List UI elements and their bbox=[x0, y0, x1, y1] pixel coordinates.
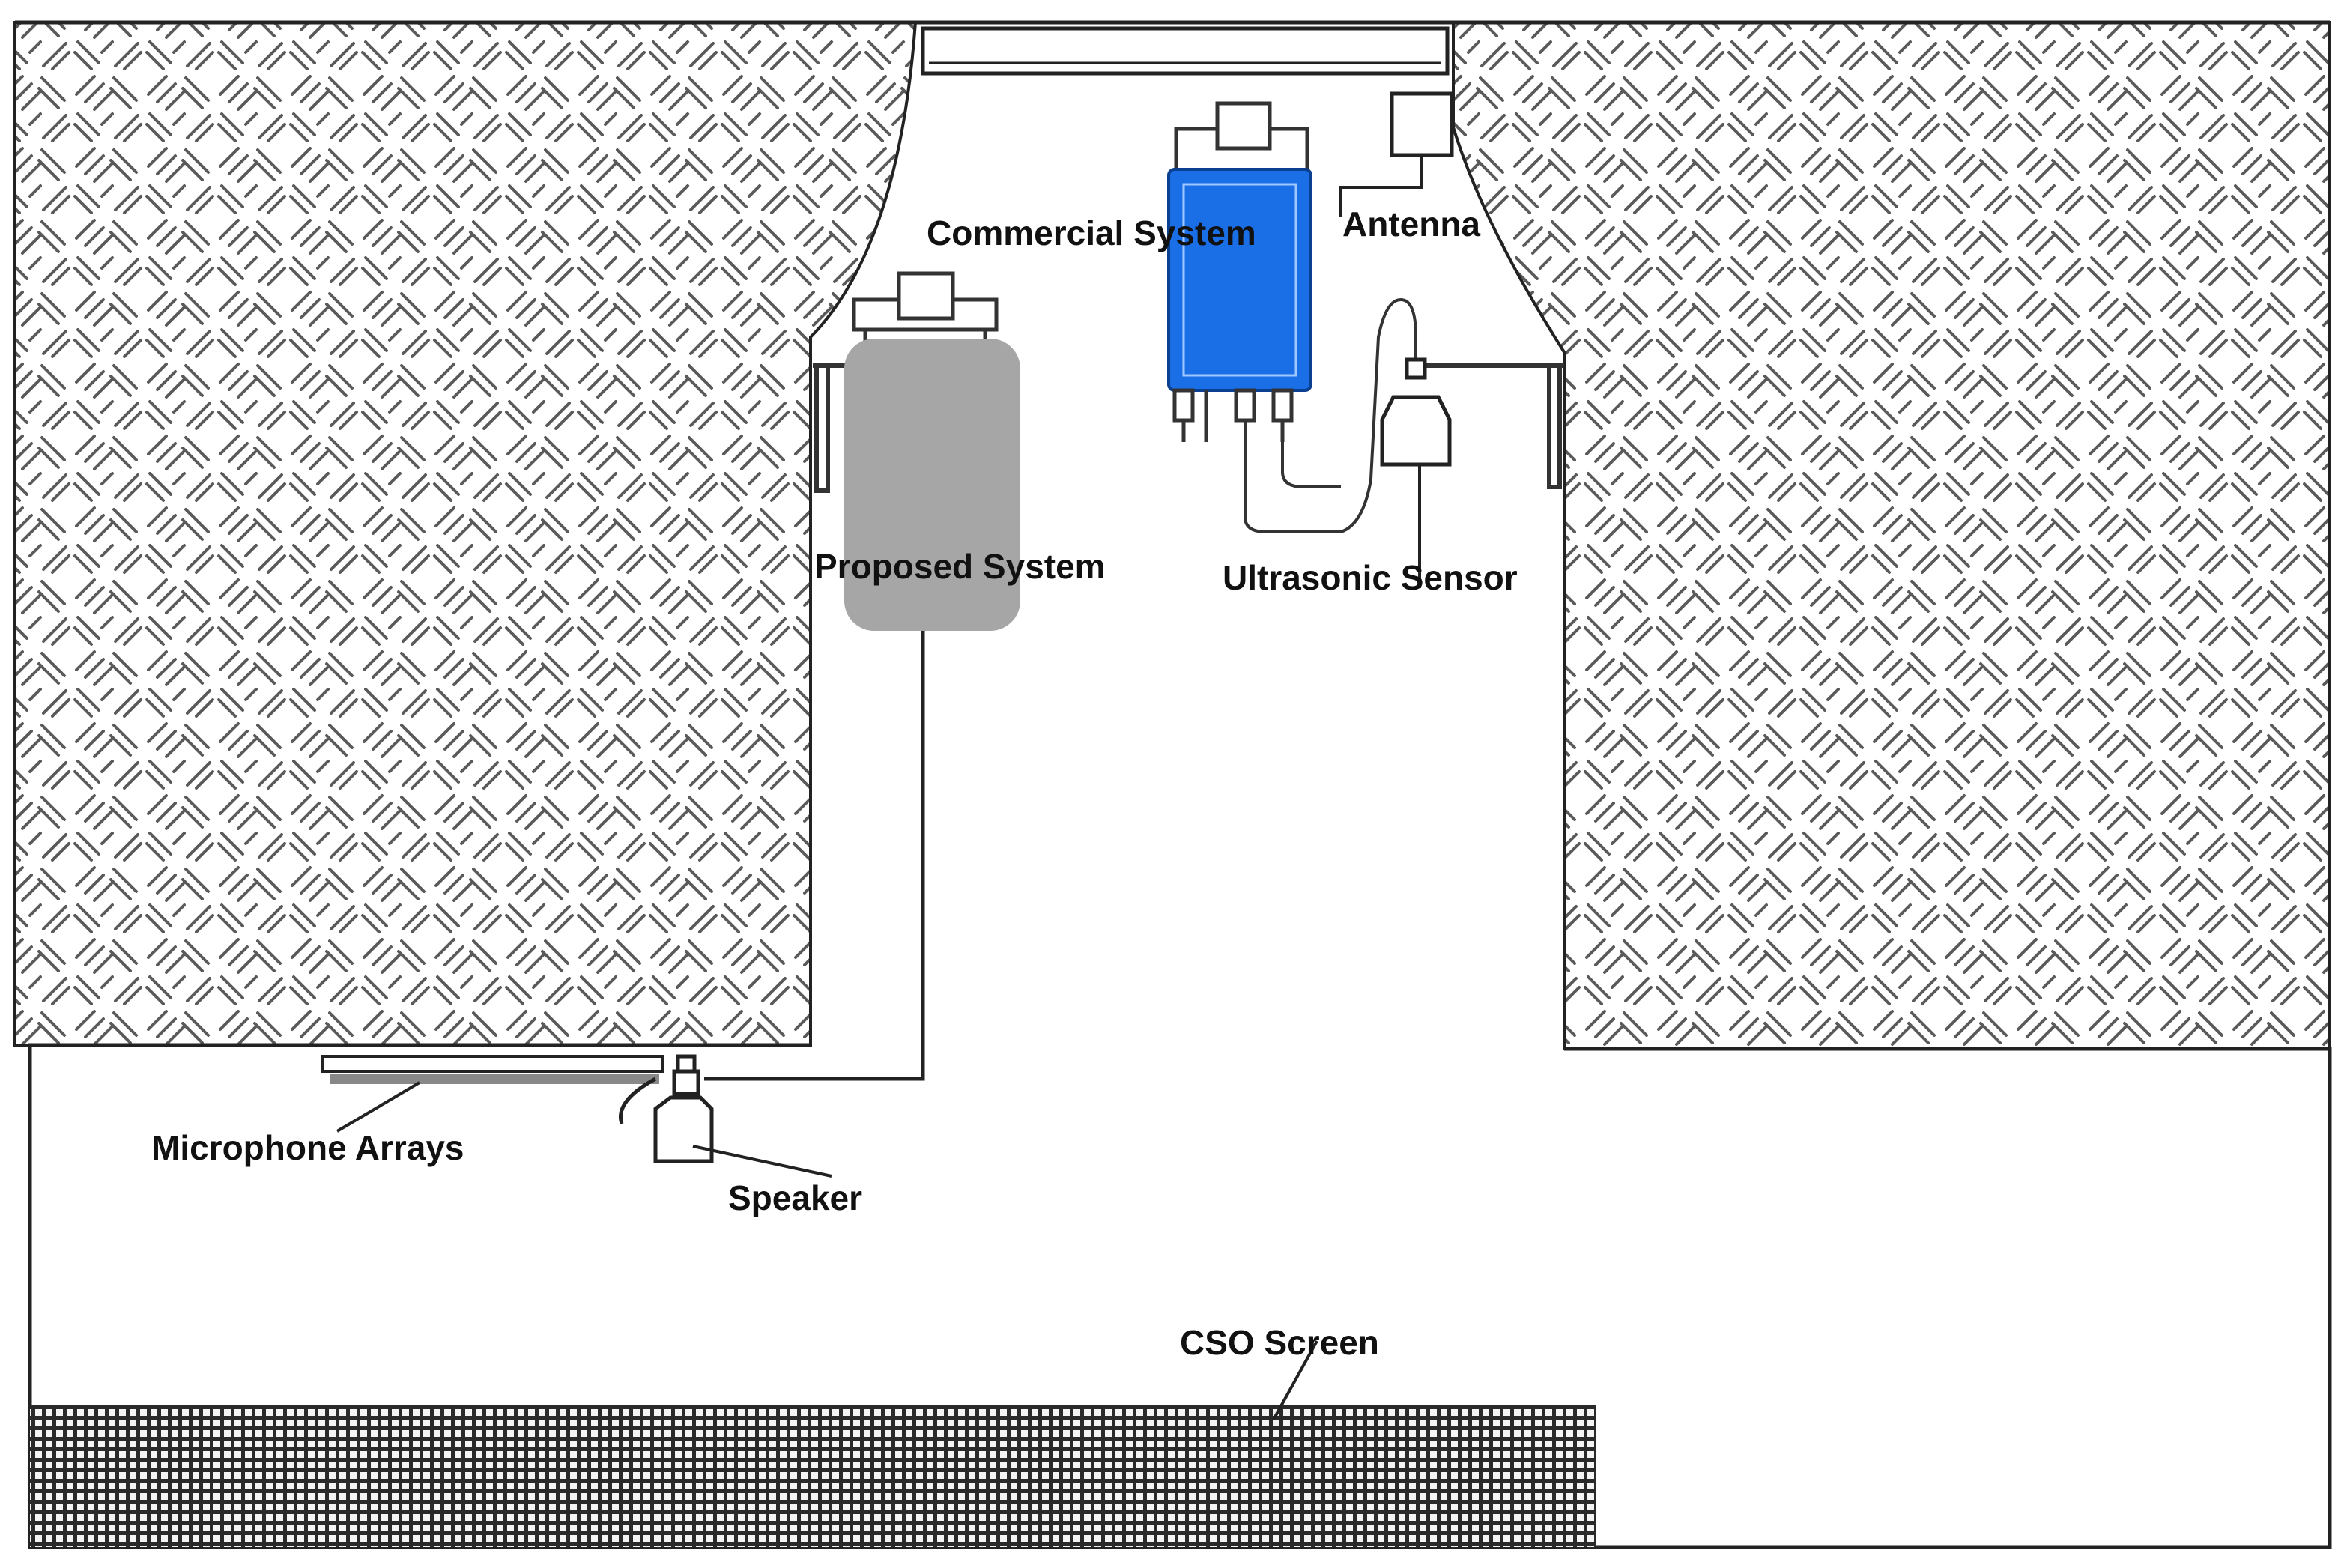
ultrasonic-sensor-device bbox=[1380, 357, 1452, 467]
soil-left bbox=[13, 21, 918, 1047]
speaker-device bbox=[619, 1054, 714, 1163]
label-ultrasonic-sensor: Ultrasonic Sensor bbox=[1223, 558, 1518, 597]
antenna-box bbox=[1390, 91, 1454, 157]
commercial-system-box bbox=[1167, 168, 1312, 392]
microphone-array-bar bbox=[321, 1055, 664, 1073]
cso-screen-mesh bbox=[30, 1405, 1596, 1547]
sensor-cable bbox=[1244, 297, 1417, 533]
soil-right bbox=[1452, 21, 2331, 1050]
label-commercial-system: Commercial System bbox=[927, 214, 1256, 252]
left-bracket bbox=[813, 363, 847, 493]
commercial-system-mount bbox=[1174, 101, 1309, 180]
proposed-system-box bbox=[844, 339, 1020, 631]
antenna-cable bbox=[1339, 155, 1423, 217]
label-microphone-arrays: Microphone Arrays bbox=[151, 1128, 464, 1167]
commercial-system-connectors bbox=[1172, 388, 1294, 442]
label-speaker: Speaker bbox=[728, 1178, 862, 1217]
proposed-system-mount bbox=[852, 271, 999, 341]
right-bracket bbox=[1408, 363, 1564, 489]
label-antenna: Antenna bbox=[1342, 205, 1480, 243]
leader-lines bbox=[336, 464, 1421, 1420]
proposed-system-cable bbox=[704, 631, 925, 1081]
manhole-cover bbox=[921, 26, 1450, 76]
label-proposed-system: Proposed System bbox=[814, 547, 1106, 586]
label-cso-screen: CSO Screen bbox=[1180, 1323, 1379, 1362]
